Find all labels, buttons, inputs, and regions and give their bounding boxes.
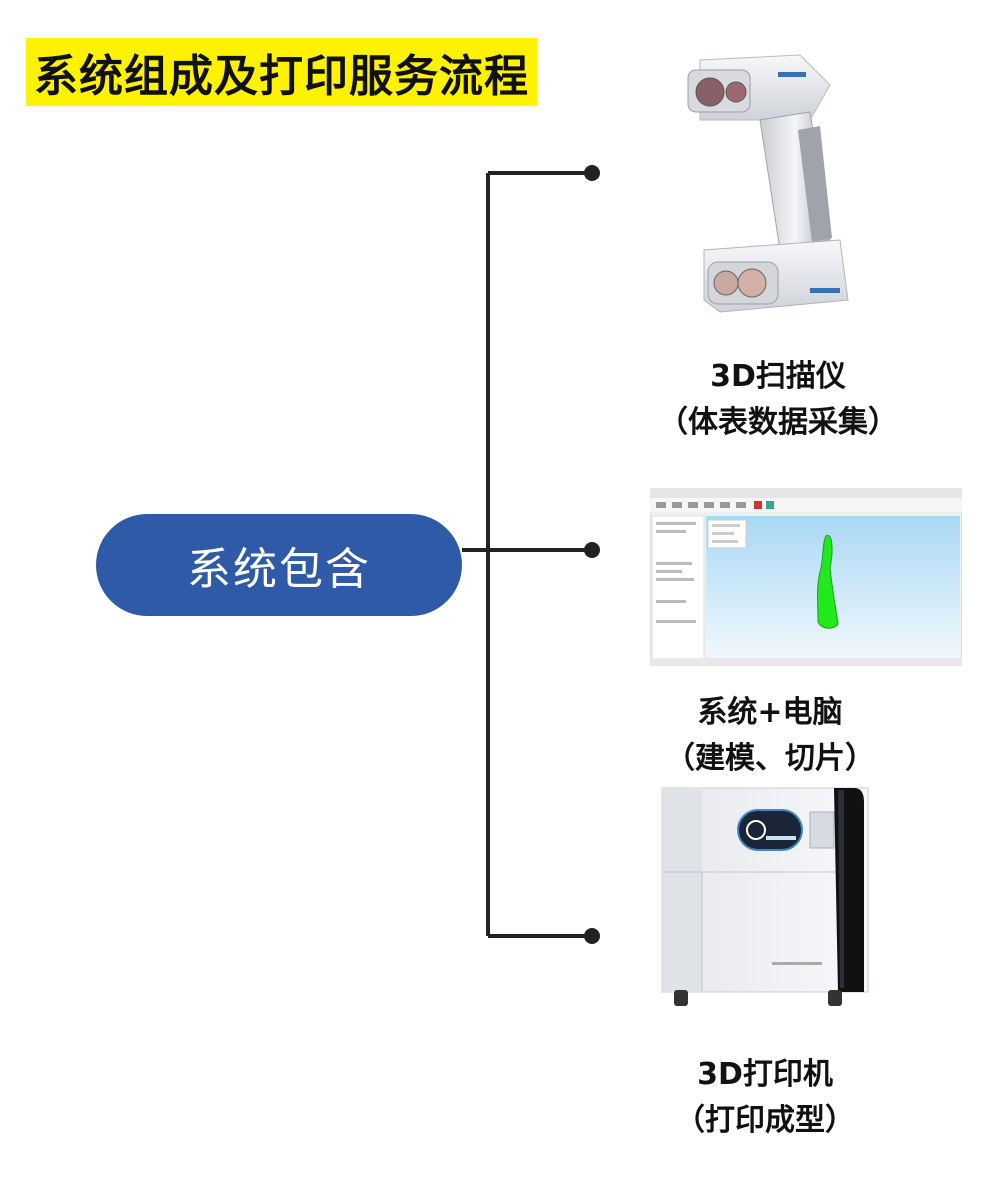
software-label: 系统+电脑 （建模、切片）	[640, 690, 900, 782]
printer-image	[652, 782, 878, 1010]
branch-dot-scanner	[584, 165, 600, 181]
software-screen-image	[650, 488, 962, 666]
scanner-title: 3D扫描仪	[710, 359, 846, 394]
branch-dot-printer	[584, 928, 600, 944]
scanner-label: 3D扫描仪 （体表数据采集）	[648, 354, 908, 446]
scanner-image	[687, 54, 849, 313]
scanner-subtitle: （体表数据采集）	[658, 405, 898, 440]
software-subtitle: （建模、切片）	[665, 741, 875, 776]
software-title: 系统+电脑	[697, 695, 843, 730]
branch-dot-software	[584, 542, 600, 558]
printer-label: 3D打印机 （打印成型）	[640, 1052, 890, 1144]
center-node: 系统包含	[96, 514, 462, 616]
printer-subtitle: （打印成型）	[675, 1103, 855, 1138]
page-title: 系统组成及打印服务流程	[26, 38, 537, 106]
printer-title: 3D打印机	[697, 1057, 833, 1092]
